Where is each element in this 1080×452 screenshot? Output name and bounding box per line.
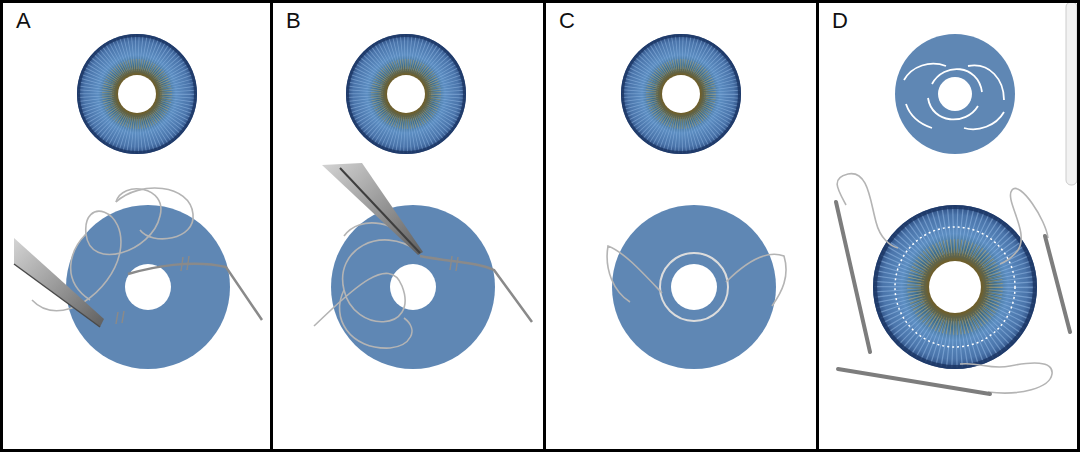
figure-panel: A [0, 0, 273, 452]
suture-arc [928, 98, 978, 119]
pupil-hole [671, 264, 717, 310]
suture-end [607, 246, 662, 302]
panel-letter: A [16, 8, 31, 34]
suture-arc [906, 104, 932, 128]
figure-panel: B [270, 0, 546, 452]
suture-mark [116, 256, 189, 324]
iris-disc [612, 205, 776, 369]
panel-letter: B [286, 8, 301, 34]
needle [1045, 236, 1070, 332]
needle-holder [14, 238, 104, 327]
needle [838, 369, 990, 394]
suture-loop [116, 188, 193, 239]
suture-loop [314, 240, 418, 326]
panel-letter: D [832, 8, 848, 34]
pupil-hole [125, 264, 171, 310]
figure-panel: C [543, 0, 819, 452]
iris [346, 34, 466, 154]
suture-thread [837, 174, 898, 248]
iris-disc [331, 205, 495, 369]
pupil-hole [938, 77, 972, 111]
suture-arc [932, 69, 982, 92]
needle-holder-edge [340, 168, 420, 253]
iris [621, 34, 741, 154]
pupil-hole [390, 264, 436, 310]
needle-holder-edge [14, 264, 100, 327]
suture-thread [128, 264, 262, 320]
iris [77, 34, 197, 154]
needle-holder [322, 163, 423, 255]
figure-panel: D [816, 0, 1080, 452]
scroll-thumb [1066, 2, 1077, 185]
suture-loop [71, 234, 90, 300]
suture-thread [420, 256, 532, 322]
suture-end [726, 254, 786, 306]
suture-thread [1000, 188, 1048, 264]
suture-thread [960, 363, 1052, 393]
suture-arc [964, 112, 1004, 129]
suture-loop [340, 290, 412, 348]
iris [873, 205, 1037, 369]
suture-mark [450, 256, 458, 271]
panel-letter: C [559, 8, 575, 34]
suture-arc [904, 64, 946, 80]
suture-path [895, 227, 1015, 347]
suture-arc [968, 65, 1004, 100]
iris-disc [895, 34, 1015, 154]
purse-string-suture [660, 253, 728, 321]
iris-disc [66, 205, 230, 369]
needle [836, 202, 870, 352]
suture-loop [32, 189, 161, 311]
